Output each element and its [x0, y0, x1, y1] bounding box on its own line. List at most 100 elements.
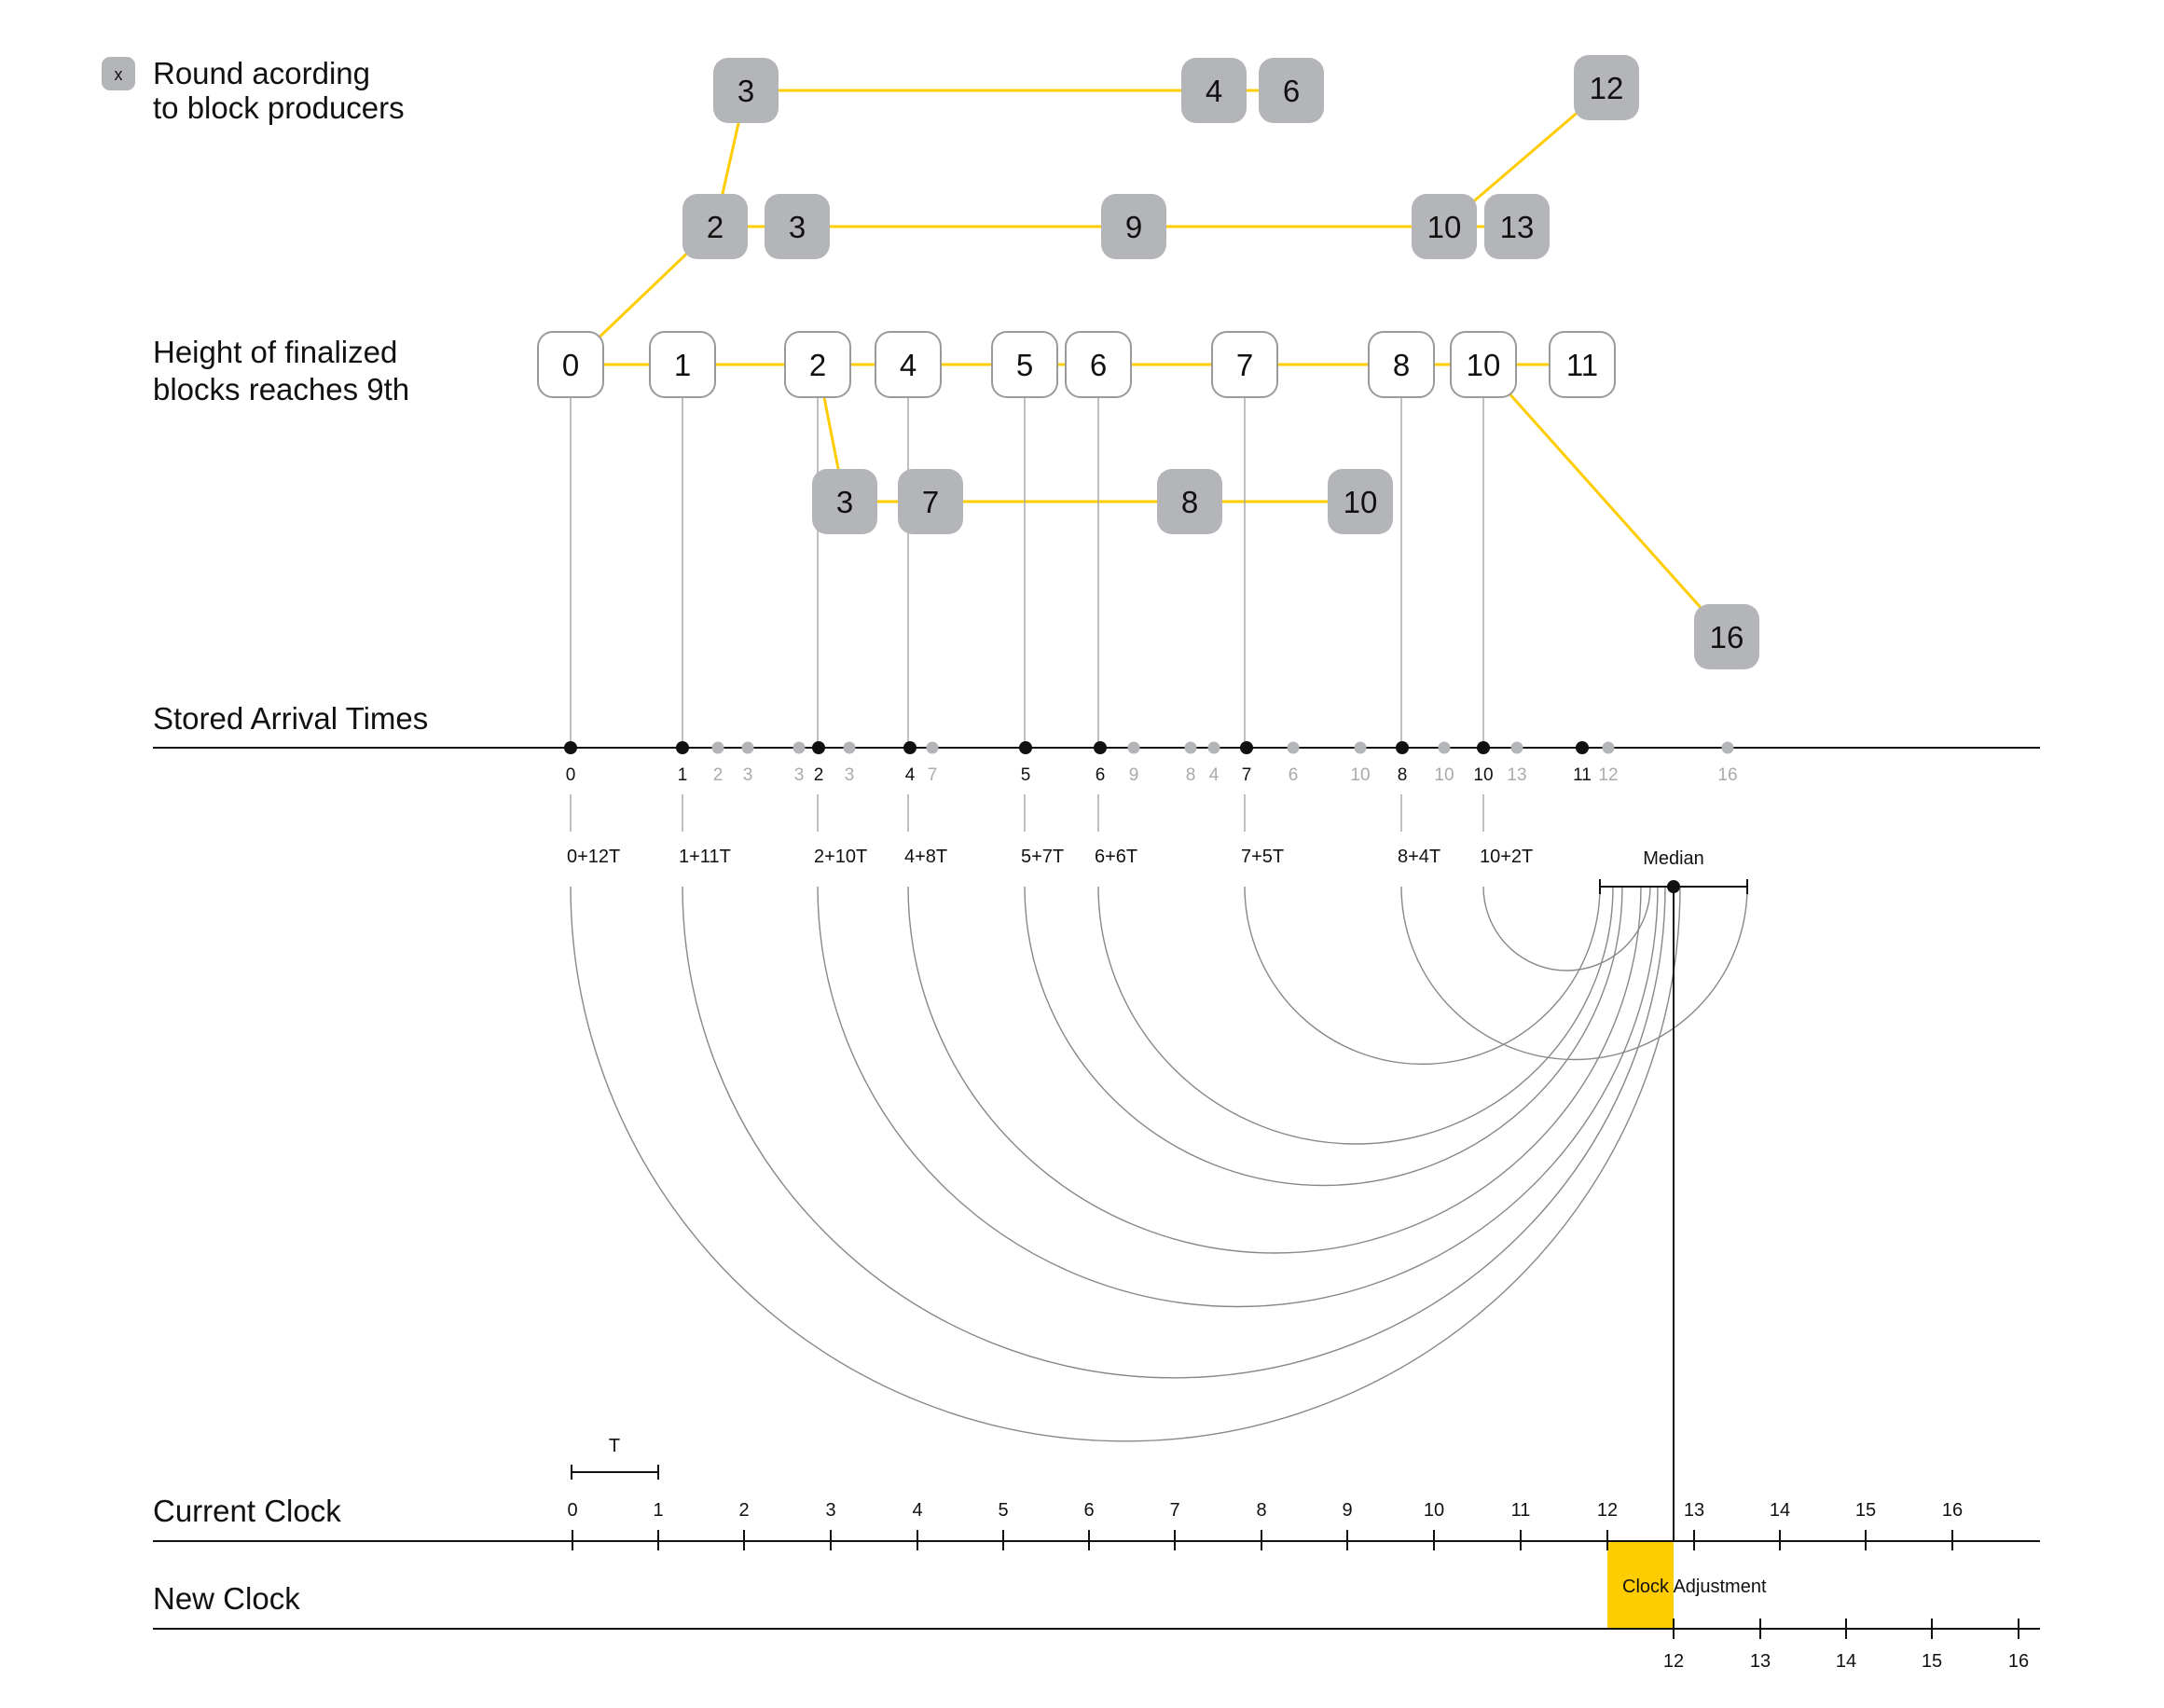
current-clock-tick-label: 1	[653, 1500, 663, 1521]
current-clock-tick-label: 16	[1942, 1500, 1963, 1521]
fork-block-label: 4	[1206, 74, 1222, 108]
finalized-block-label: 5	[1016, 348, 1033, 382]
adjusted-time-label: 8+4T	[1398, 847, 1440, 867]
period-label: T	[609, 1436, 620, 1456]
fork-block	[1259, 58, 1324, 123]
fork-block	[682, 194, 748, 259]
projection-arc	[570, 886, 1681, 1442]
arrival-label-fork: 10	[1434, 765, 1454, 785]
arrival-dot	[903, 741, 917, 754]
fork-block	[1328, 469, 1393, 534]
finalized-block-label: 0	[562, 348, 579, 382]
arrival-label: 1	[678, 765, 688, 785]
arrival-label: 8	[1398, 765, 1408, 785]
finalized-block	[1211, 331, 1278, 398]
new-clock-tick-label: 16	[2008, 1651, 2029, 1672]
adjusted-time-label: 1+11T	[679, 847, 731, 867]
new-clock-tick-label: 15	[1922, 1651, 1942, 1672]
arrival-dot	[564, 741, 577, 754]
arrival-label: 6	[1096, 765, 1106, 785]
arrival-label-fork: 3	[743, 765, 753, 785]
fork-block-label: 2	[707, 210, 724, 244]
arrival-label: 7	[1242, 765, 1252, 785]
arrival-dot-fork	[1438, 741, 1451, 754]
arrival-dot-fork	[843, 741, 856, 754]
fork-block	[812, 469, 877, 534]
current-clock-tick-label: 7	[1169, 1500, 1179, 1521]
arrival-dot-fork	[793, 741, 806, 754]
fork-block-label: 12	[1590, 71, 1624, 105]
fork-block	[1181, 58, 1247, 123]
adjusted-time-label: 0+12T	[567, 847, 620, 867]
projection-arc	[682, 886, 1666, 1379]
arrival-dot-fork	[741, 741, 754, 754]
fork-link	[1482, 364, 1729, 638]
arc-layer	[570, 886, 1748, 1442]
clock-adjustment-label: Clock Adjustment	[1622, 1577, 1767, 1597]
fork-block	[1157, 469, 1222, 534]
projection-arc	[1482, 886, 1651, 971]
projection-arc	[1400, 886, 1748, 1061]
new-clock-tick-label: 12	[1663, 1651, 1684, 1672]
new-clock-tick-label: 14	[1836, 1651, 1856, 1672]
arrival-label: 2	[814, 765, 824, 785]
projection-arc	[1097, 886, 1614, 1145]
arrival-label-fork: 7	[928, 765, 938, 785]
adjusted-time-label: 5+7T	[1021, 847, 1064, 867]
current-clock-tick-label: 13	[1684, 1500, 1704, 1521]
finalized-block	[875, 331, 942, 398]
finalized-block-label: 4	[900, 348, 917, 382]
current-clock-tick-label: 0	[567, 1500, 577, 1521]
projection-arc	[1024, 886, 1623, 1187]
arrival-dot	[1240, 741, 1253, 754]
finalized-block-label: 11	[1566, 348, 1598, 382]
arrival-dot-fork	[926, 741, 939, 754]
finalized-block-label: 2	[809, 348, 826, 382]
arrival-dot-fork	[1184, 741, 1197, 754]
clock-adjustment-region	[1607, 1541, 1674, 1629]
arrival-label-fork: 3	[845, 765, 855, 785]
arrival-label-fork: 8	[1186, 765, 1196, 785]
arrival-dot-fork	[1207, 741, 1220, 754]
arrival-label: 5	[1021, 765, 1031, 785]
current-clock-tick-label: 3	[825, 1500, 835, 1521]
fork-block-label: 13	[1500, 210, 1535, 244]
arrival-dot	[676, 741, 689, 754]
finalized-block	[649, 331, 716, 398]
fork-block-label: 7	[922, 485, 939, 519]
fork-block	[765, 194, 830, 259]
legend-line-2: to block producers	[153, 90, 405, 125]
arrival-label: 0	[566, 765, 576, 785]
arrival-dot-fork	[1287, 741, 1300, 754]
current-clock-tick-label: 11	[1511, 1500, 1531, 1521]
current-clock-tick-label: 4	[912, 1500, 922, 1521]
finalized-block	[1368, 331, 1435, 398]
fork-block	[1484, 194, 1550, 259]
finalized-block	[1065, 331, 1132, 398]
arrival-dot-fork	[1510, 741, 1523, 754]
fork-block	[713, 58, 779, 123]
current-clock-tick-label: 2	[738, 1500, 749, 1521]
current-clock-tick-label: 14	[1770, 1500, 1790, 1521]
fork-block	[1574, 55, 1639, 120]
current-clock-tick-label: 10	[1424, 1500, 1444, 1521]
finalized-block	[1450, 331, 1517, 398]
finalized-block	[537, 331, 604, 398]
adjusted-time-label: 6+6T	[1095, 847, 1137, 867]
current-clock-tick-label: 5	[998, 1500, 1008, 1521]
current-clock-tick-label: 6	[1083, 1500, 1094, 1521]
arrival-dot-fork	[711, 741, 724, 754]
arrival-label-fork: 13	[1507, 765, 1526, 785]
current-clock-label: Current Clock	[153, 1494, 341, 1528]
arrival-dot-fork	[1354, 741, 1367, 754]
arrival-label: 11	[1573, 765, 1592, 785]
current-clock-tick-label: 12	[1597, 1500, 1618, 1521]
fork-block	[1694, 604, 1759, 669]
height-label-line-2: blocks reaches 9th	[153, 372, 409, 406]
current-clock-tick-label: 9	[1342, 1500, 1352, 1521]
median-label: Median	[1643, 848, 1704, 869]
